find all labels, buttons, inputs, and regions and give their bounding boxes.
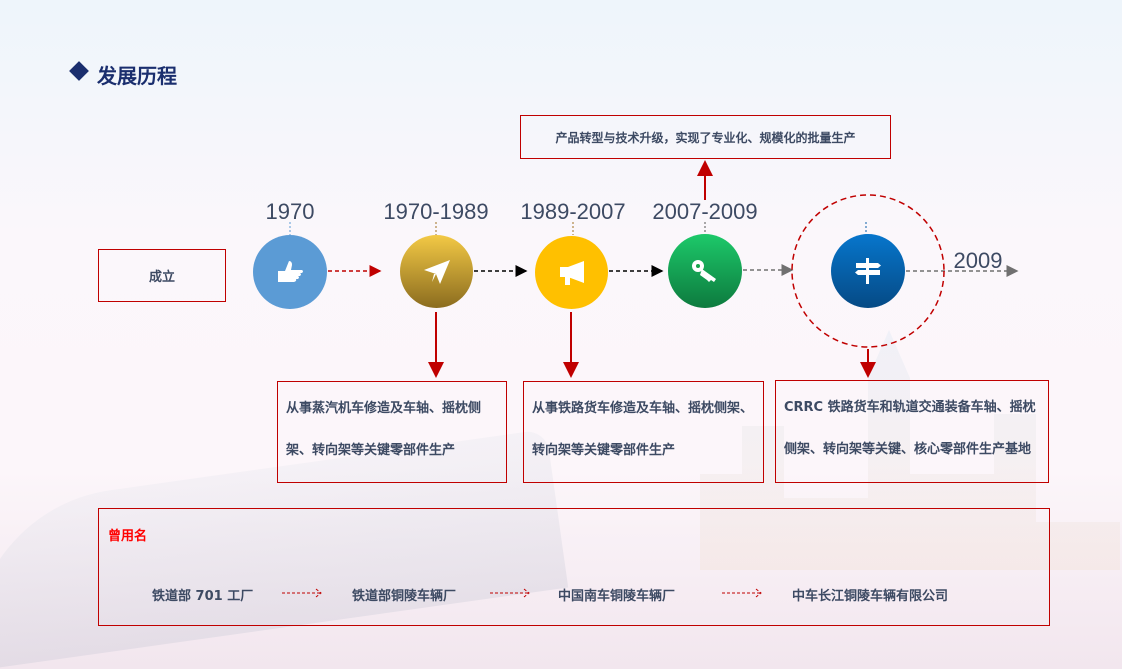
description-line: 转向架等关键零部件生产 — [532, 443, 676, 458]
milestone-2009 — [831, 234, 905, 308]
former-name: 中国南车铜陵车辆厂 — [558, 589, 676, 604]
year-label: 1970 — [265, 199, 315, 224]
description-box-2: 从事铁路货车修造及车轴、摇枕侧架、 转向架等关键零部件生产 — [523, 381, 764, 483]
year-label: 1970-1989 — [383, 199, 489, 224]
highlight-ring — [791, 194, 945, 348]
paper-plane-icon — [423, 259, 450, 284]
milestone-1970-1989 — [400, 235, 473, 308]
founding-box: 成立 — [98, 249, 226, 302]
former-names-box: 曾用名 — [98, 508, 1050, 626]
description-line: 从事蒸汽机车修造及车轴、摇枕侧 — [286, 401, 482, 416]
milestone-1970 — [253, 235, 327, 309]
former-name: 中车长江铜陵车辆有限公司 — [792, 589, 949, 604]
description-box-1: 从事蒸汽机车修造及车轴、摇枕侧 架、转向架等关键零部件生产 — [277, 381, 507, 483]
year-label: 2007-2009 — [652, 199, 758, 224]
founding-label: 成立 — [148, 270, 175, 285]
milestone-2007-2009 — [668, 234, 742, 308]
thumbs-up-icon — [278, 261, 303, 282]
megaphone-icon — [559, 260, 584, 285]
former-name: 铁道部 701 工厂 — [152, 589, 254, 604]
signpost-icon — [855, 258, 881, 284]
year-label: 2009 — [953, 248, 1003, 273]
description-line: 从事铁路货车修造及车轴、摇枕侧架、 — [532, 401, 754, 416]
description-text: 产品转型与技术升级，实现了专业化、规模化的批量生产 — [555, 130, 856, 145]
page-title: 发展历程 — [97, 64, 177, 88]
description-line: 架、转向架等关键零部件生产 — [286, 443, 456, 458]
key-icon — [692, 260, 716, 282]
milestone-1989-2007 — [535, 236, 608, 309]
year-label: 1989-2007 — [520, 199, 626, 224]
description-box-3: CRRC 铁路货车和轨道交通装备车轴、摇枕 侧架、转向架等关键、核心零部件生产基… — [775, 380, 1049, 483]
description-box-top: 产品转型与技术升级，实现了专业化、规模化的批量生产 — [520, 115, 891, 159]
description-line: 侧架、转向架等关键、核心零部件生产基地 — [784, 442, 1032, 457]
former-name: 铁道部铜陵车辆厂 — [352, 589, 457, 604]
former-names-label: 曾用名 — [108, 529, 148, 544]
description-line: CRRC 铁路货车和轨道交通装备车轴、摇枕 — [784, 400, 1036, 415]
